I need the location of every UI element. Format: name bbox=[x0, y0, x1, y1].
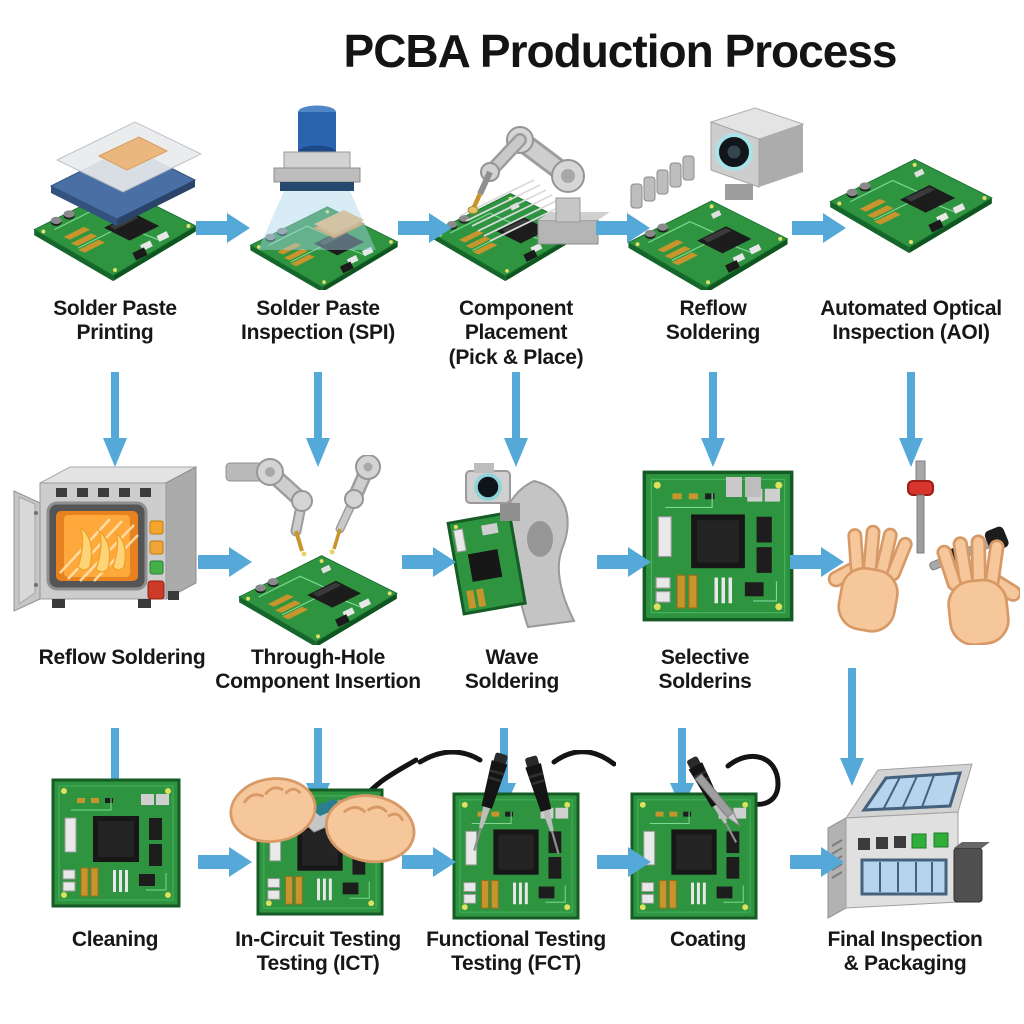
flow-arrow-right bbox=[790, 847, 844, 877]
final-inspection-machine-illustration bbox=[800, 750, 1000, 925]
step-label-ict: In-Circuit Testing Testing (ICT) bbox=[235, 928, 401, 976]
flow-arrow-right bbox=[402, 547, 456, 577]
hands-with-soldering-tools-illustration bbox=[820, 455, 1020, 645]
reflow-camera-machine-illustration bbox=[613, 100, 813, 290]
step-label-selective: Selective Solderins bbox=[658, 646, 752, 694]
step-label-final-inspection: Final Inspection & Packaging bbox=[827, 928, 983, 976]
flow-arrow-right bbox=[198, 847, 252, 877]
wave-soldering-illustration bbox=[416, 455, 616, 645]
solder-paste-inspection-illustration bbox=[218, 100, 418, 290]
flow-arrow-right bbox=[790, 547, 844, 577]
flow-arrow-down bbox=[701, 372, 725, 467]
step-label-reflow-soldering-1: Reflow Soldering bbox=[665, 297, 761, 345]
flow-arrow-right bbox=[402, 847, 456, 877]
step-label-coating: Coating bbox=[669, 928, 747, 951]
step-label-through-hole: Through-Hole Component Insertion bbox=[215, 646, 421, 694]
step-label-reflow-soldering-2: Reflow Soldering bbox=[38, 646, 206, 669]
flow-arrow-right bbox=[198, 547, 252, 577]
aoi-board-illustration bbox=[811, 100, 1011, 290]
flow-arrow-right bbox=[597, 547, 651, 577]
step-label-aoi: Automated Optical Inspection (AOI) bbox=[820, 297, 1002, 345]
solder-paste-printing-illustration bbox=[15, 100, 215, 290]
component-placement-illustration bbox=[416, 100, 616, 290]
step-label-fct: Functional Testing Testing (FCT) bbox=[426, 928, 606, 976]
selective-soldering-board-illustration bbox=[614, 455, 814, 645]
flow-arrow-down bbox=[306, 372, 330, 467]
step-label-solder-paste-printing: Solder Paste Printing bbox=[53, 297, 177, 345]
cleaning-board-illustration bbox=[15, 750, 215, 925]
flow-arrow-right bbox=[597, 847, 651, 877]
flow-arrow-down bbox=[840, 668, 864, 786]
flow-arrow-right bbox=[792, 213, 846, 243]
reflow-oven-illustration bbox=[10, 455, 210, 645]
flow-arrow-down bbox=[103, 372, 127, 467]
flow-arrow-right bbox=[196, 213, 250, 243]
ict-hands-board-illustration bbox=[218, 750, 418, 925]
step-label-component-placement: Component Placement (Pick & Place) bbox=[448, 297, 584, 369]
fct-probes-board-illustration bbox=[416, 750, 616, 925]
page-title: PCBA Production Process bbox=[343, 25, 898, 77]
flow-arrow-down bbox=[504, 372, 528, 467]
flow-arrow-right bbox=[398, 213, 452, 243]
step-label-wave-soldering: Wave Soldering bbox=[464, 646, 560, 694]
through-hole-robots-illustration bbox=[218, 455, 418, 645]
step-label-cleaning: Cleaning bbox=[71, 928, 159, 951]
flow-arrow-right bbox=[596, 213, 650, 243]
step-label-solder-paste-inspection: Solder Paste Inspection (SPI) bbox=[241, 297, 395, 345]
flow-arrow-down bbox=[670, 728, 694, 810]
coating-board-illustration bbox=[600, 750, 800, 925]
flow-arrow-down bbox=[899, 372, 923, 467]
